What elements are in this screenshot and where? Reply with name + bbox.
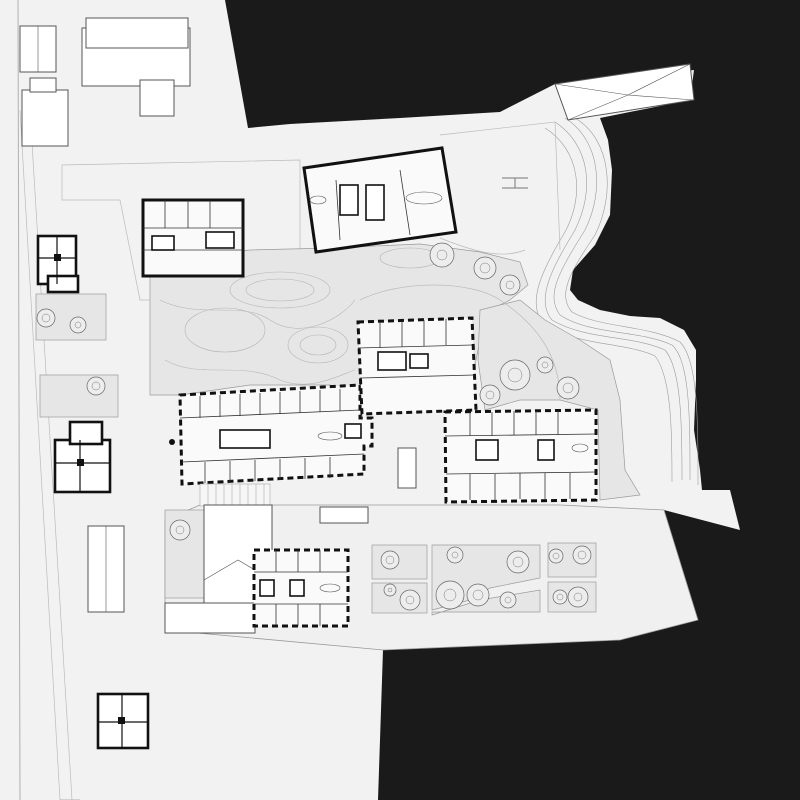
water-body [225,0,800,800]
garden-bed-1 [371,544,428,580]
tree-icon [499,591,517,609]
tree-icon [69,316,87,334]
roadside-garden-2 [39,374,119,418]
site-boundary [61,121,561,301]
building-a [141,198,245,278]
tree-icon [380,550,400,570]
road [17,0,80,800]
tree-icon [548,548,564,564]
pool-north [397,447,417,489]
pool-south [319,506,369,524]
tree-icon [499,359,531,391]
house-2 [53,420,112,494]
carports [87,525,125,613]
tree-icon [506,550,530,574]
tree-icon [383,583,397,597]
tree-icon [473,256,497,280]
tree-icon [36,308,56,328]
trees [36,242,592,611]
building-d [356,316,478,416]
houses [36,234,150,750]
helipad-icon [502,177,528,189]
tree-icon [556,376,580,400]
building-f [252,548,350,628]
house-3 [96,692,150,750]
neighbour-buildings [19,17,191,147]
tree-icon [399,589,421,611]
stairs [199,483,271,507]
east-garden [477,299,641,501]
tree-icon [466,583,490,607]
tree-icon [479,384,501,406]
tree-icon [572,545,592,565]
tree-icon [169,519,191,541]
tree-icon [552,589,568,605]
tree-icon [429,242,455,268]
tree-icon [499,274,521,296]
building-b [302,146,458,254]
building-c [169,383,374,486]
tree-icon [536,356,554,374]
landscape [35,237,641,616]
tree-icon [446,546,464,564]
tree-icon [435,580,465,610]
house-1 [36,234,80,294]
tree-icon [86,376,106,396]
building-e [443,408,598,504]
tree-icon [567,586,589,608]
pier [554,63,695,121]
